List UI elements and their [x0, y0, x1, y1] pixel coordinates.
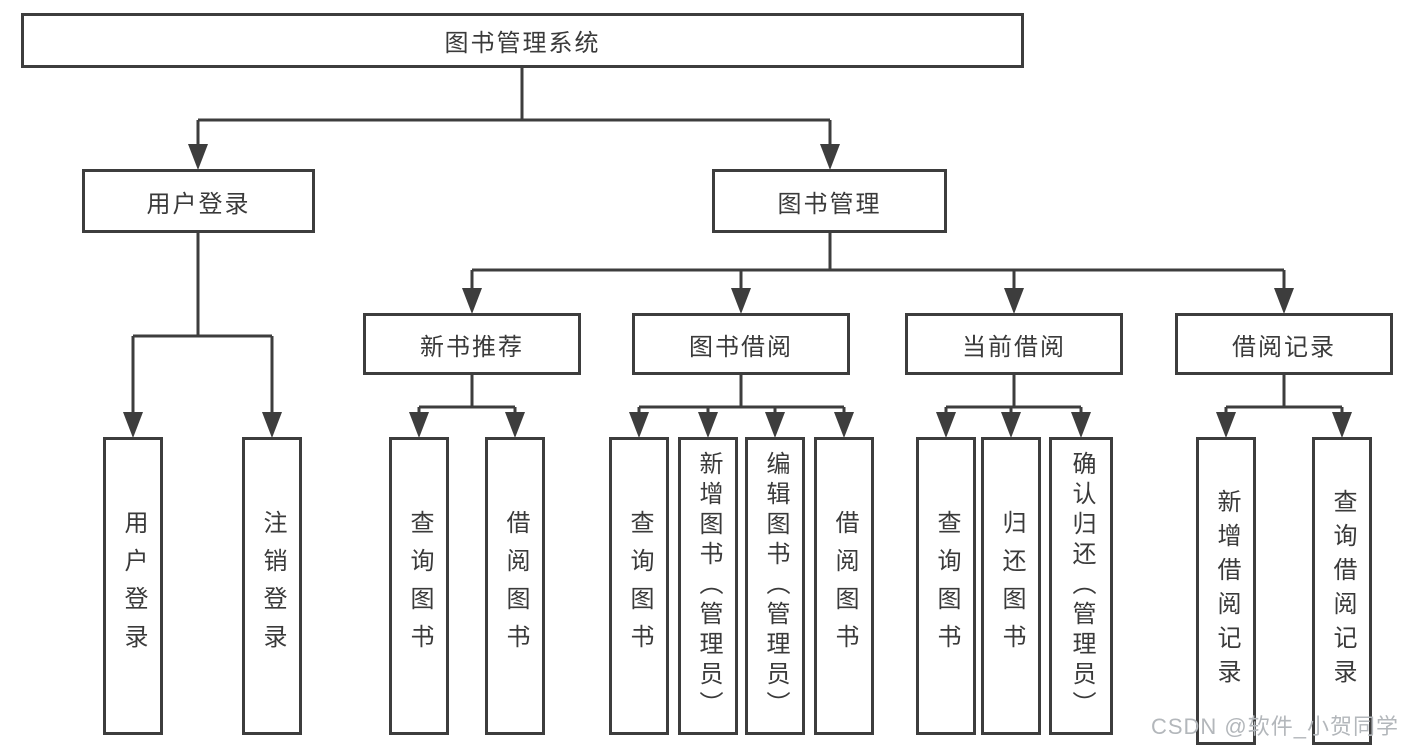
arrowhead — [462, 288, 482, 314]
arrowhead — [834, 412, 854, 438]
connector-root-to-level2 — [196, 68, 832, 150]
node-borrowing-records: 借阅记录 — [1175, 313, 1393, 375]
arrowhead — [698, 412, 718, 438]
leaf-label: 新增借阅记录 — [1213, 489, 1240, 693]
arrowhead — [1216, 412, 1236, 438]
node-library-management-system: 图书管理系统 — [21, 13, 1024, 68]
arrowhead — [123, 412, 143, 438]
arrowhead — [1001, 412, 1021, 438]
connector-book-management-children — [470, 232, 1286, 294]
leaf-bb-query-books: 查询图书 — [609, 437, 669, 735]
arrowhead — [505, 412, 525, 438]
node-book-borrowing: 图书借阅 — [632, 313, 850, 375]
leaf-label: 归还图书 — [998, 510, 1025, 662]
watermark: CSDN @软件_小贺同学 — [1150, 714, 1399, 739]
leaf-bb-edit-books-admin: 编辑图书（管理员） — [745, 437, 805, 735]
leaf-label: 确认归还（管理员） — [1068, 451, 1095, 721]
arrowhead — [1071, 412, 1091, 438]
leaf-label: 查询图书 — [933, 510, 960, 662]
leaf-label: 用户登录 — [120, 510, 147, 662]
arrowhead — [1274, 288, 1294, 314]
arrowhead — [765, 412, 785, 438]
arrowhead — [262, 412, 282, 438]
arrowhead — [820, 144, 840, 170]
leaf-label: 编辑图书（管理员） — [762, 451, 789, 721]
connector-new-book-recommendation-children — [417, 375, 517, 418]
leaf-nbr-borrow-books: 借阅图书 — [485, 437, 545, 735]
arrowhead — [1004, 288, 1024, 314]
leaf-br-add-borrow-record: 新增借阅记录 — [1196, 437, 1256, 745]
leaf-label: 注销登录 — [259, 510, 286, 662]
arrowhead — [1332, 412, 1352, 438]
leaf-user-login: 用户登录 — [103, 437, 163, 735]
leaf-nbr-query-books: 查询图书 — [389, 437, 449, 735]
arrowhead — [188, 144, 208, 170]
connector-book-borrowing-children — [637, 375, 846, 418]
leaf-cb-query-books: 查询图书 — [916, 437, 976, 735]
leaf-cb-confirm-return-admin: 确认归还（管理员） — [1049, 437, 1113, 735]
connector-current-borrowing-children — [944, 375, 1083, 418]
leaf-label: 查询图书 — [406, 510, 433, 662]
connector-borrowing-records-children — [1224, 375, 1344, 418]
leaf-bb-borrow-books: 借阅图书 — [814, 437, 874, 735]
leaf-label: 查询借阅记录 — [1329, 489, 1356, 693]
arrowhead — [731, 288, 751, 314]
leaf-label: 借阅图书 — [502, 510, 529, 662]
node-user-login: 用户登录 — [82, 169, 315, 233]
leaf-br-query-borrow-record: 查询借阅记录 — [1312, 437, 1372, 745]
node-book-management: 图书管理 — [712, 169, 947, 233]
arrowhead — [936, 412, 956, 438]
leaf-cb-return-books: 归还图书 — [981, 437, 1041, 735]
leaf-label: 借阅图书 — [831, 510, 858, 662]
leaf-label: 新增图书（管理员） — [695, 451, 722, 721]
arrowhead — [629, 412, 649, 438]
leaf-bb-add-books-admin: 新增图书（管理员） — [678, 437, 738, 735]
arrowhead — [409, 412, 429, 438]
connector-user-login-children — [131, 232, 274, 418]
leaf-label: 查询图书 — [626, 510, 653, 662]
leaf-logout-login: 注销登录 — [242, 437, 302, 735]
node-current-borrowing: 当前借阅 — [905, 313, 1123, 375]
node-new-book-recommendation: 新书推荐 — [363, 313, 581, 375]
